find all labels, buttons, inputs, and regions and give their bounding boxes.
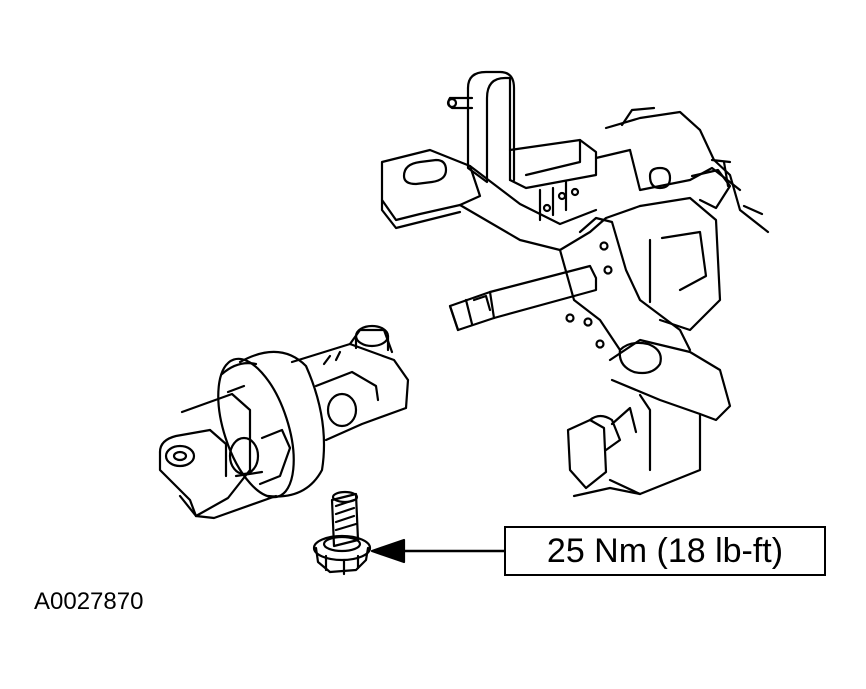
torque-label: 25 Nm (18 lb-ft) bbox=[546, 531, 784, 570]
leader-arrow bbox=[370, 538, 506, 564]
torque-callout-box: 25 Nm (18 lb-ft) bbox=[504, 526, 826, 576]
steering-column-bracket-drawing bbox=[380, 70, 770, 498]
figure-id: A0027870 bbox=[34, 588, 144, 615]
bolt-drawing bbox=[312, 490, 372, 576]
intermediate-shaft-u-joint-drawing bbox=[158, 324, 410, 520]
